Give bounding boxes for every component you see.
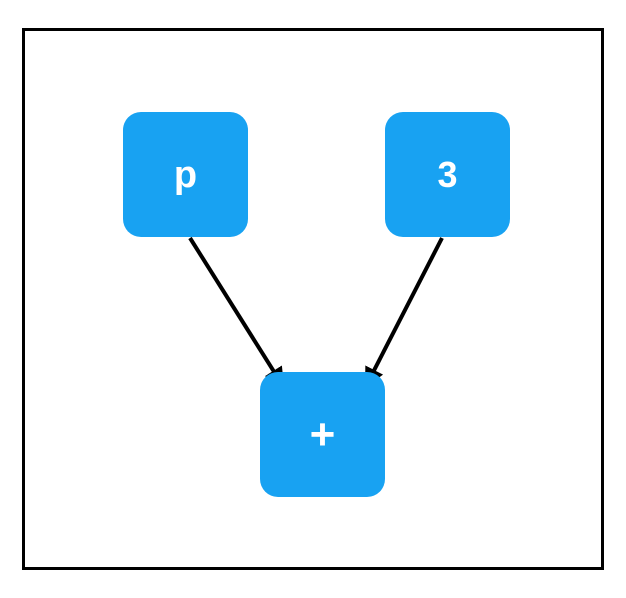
node-3: 3 (385, 112, 510, 237)
node-3-label: 3 (437, 153, 458, 195)
node-plus-label: + (309, 409, 336, 459)
node-plus: + (260, 372, 385, 497)
node-p-label: p (173, 153, 198, 196)
node-p: p (123, 112, 248, 237)
